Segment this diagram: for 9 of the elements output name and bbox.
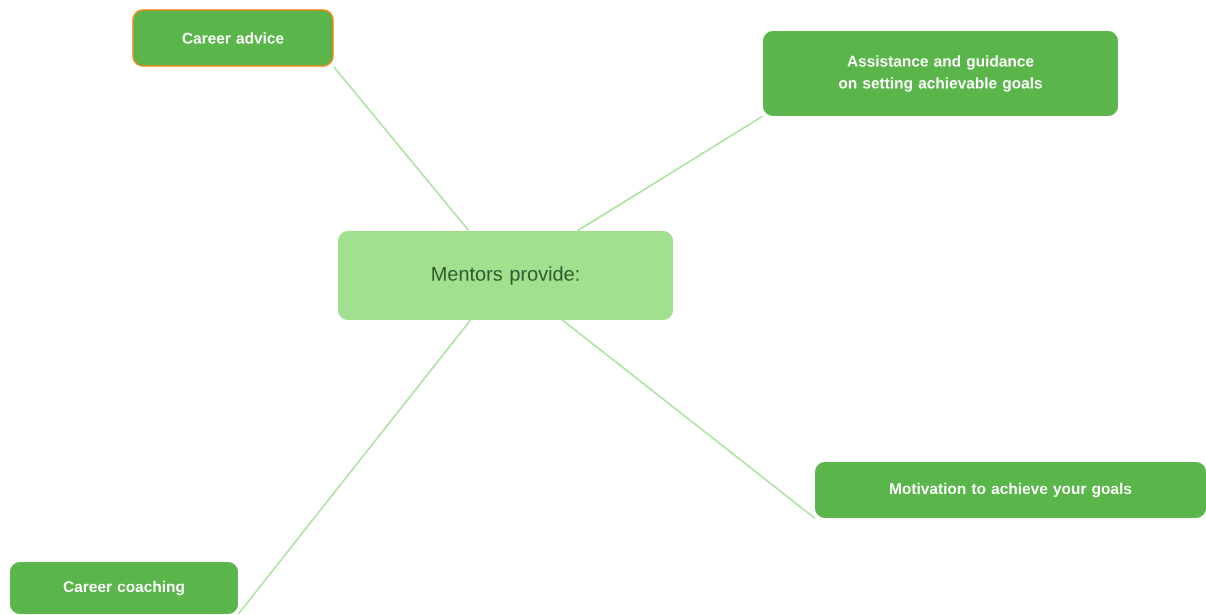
subtopic-box: Motivation to achieve your goals bbox=[815, 462, 1206, 518]
connector-line bbox=[237, 319, 472, 615]
subtopic-box: Assistance and guidance on setting achievable goals bbox=[763, 31, 1118, 116]
topic-box: Mentors provide: bbox=[338, 231, 673, 320]
subtopic-box: Career advice bbox=[132, 9, 334, 67]
connector-line bbox=[576, 115, 764, 232]
subtopic-box: Career coaching bbox=[10, 562, 238, 614]
connector-line bbox=[332, 65, 470, 232]
connector-line bbox=[561, 319, 816, 519]
